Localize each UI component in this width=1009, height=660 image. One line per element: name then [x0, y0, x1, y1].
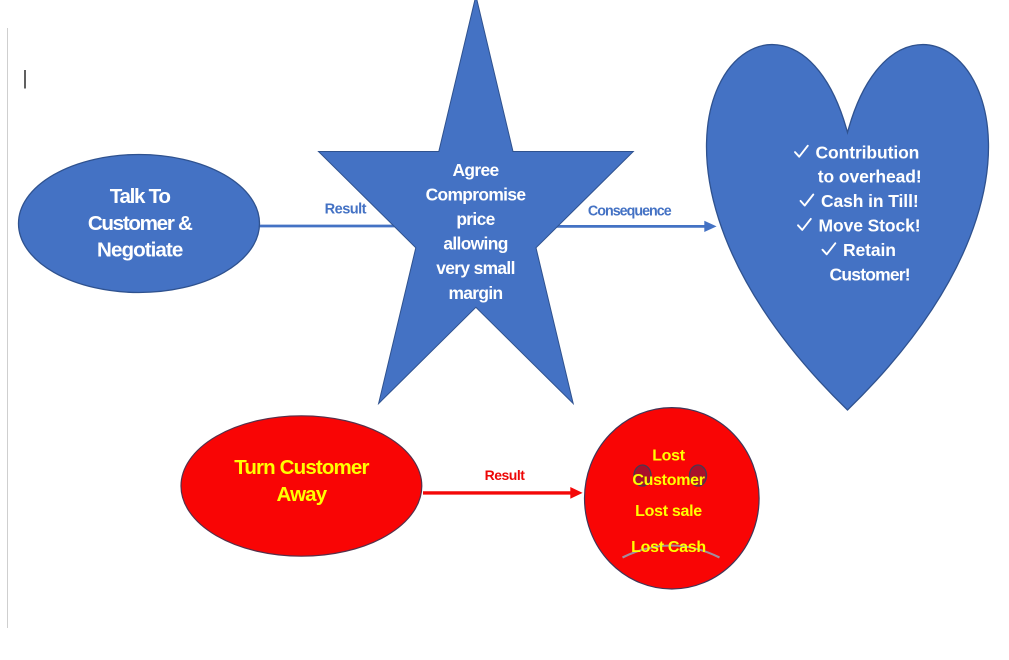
svg-text:to overhead!: to overhead! [818, 167, 922, 187]
svg-text:Lost: Lost [652, 448, 686, 465]
svg-text:Customer: Customer [632, 472, 704, 489]
svg-text:Turn Customer: Turn Customer [234, 456, 369, 479]
svg-text:allowing: allowing [443, 234, 507, 254]
svg-text:Talk To: Talk To [110, 185, 171, 208]
svg-text:very small: very small [436, 258, 515, 278]
svg-text:Customer &: Customer & [88, 212, 193, 235]
svg-text:Contribution: Contribution [816, 142, 920, 162]
svg-text:Lost sale: Lost sale [635, 503, 702, 520]
svg-text:margin: margin [448, 283, 502, 303]
svg-text:Lost Cash: Lost Cash [631, 539, 706, 556]
svg-text:Result: Result [485, 467, 526, 483]
svg-text:Move Stock!: Move Stock! [819, 216, 921, 236]
svg-text:price: price [456, 209, 495, 229]
svg-text:Cash in Till!: Cash in Till! [821, 191, 919, 211]
svg-text:Customer!: Customer! [830, 264, 910, 284]
svg-text:Agree: Agree [452, 160, 499, 180]
svg-text:Consequence: Consequence [588, 204, 672, 220]
svg-text:Away: Away [277, 483, 328, 506]
svg-text:Compromise: Compromise [426, 184, 527, 204]
svg-text:Result: Result [325, 202, 367, 218]
svg-text:Retain: Retain [843, 240, 896, 260]
svg-text:Negotiate: Negotiate [97, 239, 183, 262]
